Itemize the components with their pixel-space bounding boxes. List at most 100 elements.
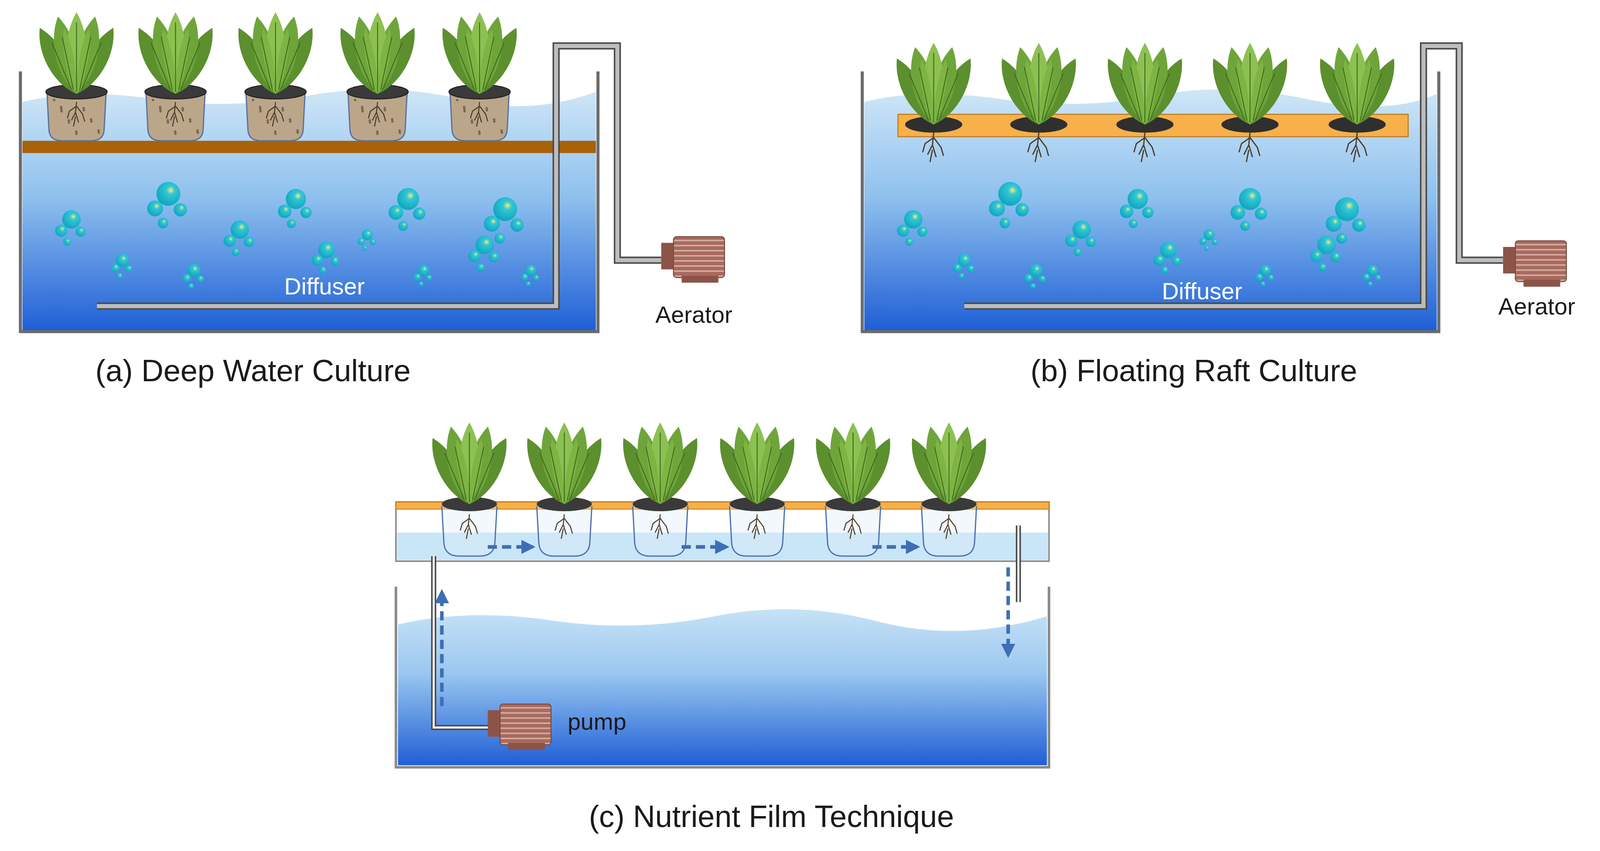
air-bubble [1254,207,1267,220]
air-bubble [125,265,133,273]
air-bubble [999,217,1011,229]
air-bubble [369,238,376,246]
nft-plant [807,422,899,556]
air-bubble [1240,221,1250,231]
air-bubble [1330,251,1341,263]
air-bubble [278,204,292,218]
air-bubble [1211,238,1218,246]
air-bubble [1352,218,1366,232]
air-bubble [116,272,123,279]
air-bubble [188,282,195,289]
air-bubble [111,263,120,273]
raft-plant [993,42,1085,162]
panel-caption: (a) Deep Water Culture [95,353,411,388]
air-bubble [223,234,236,247]
plant-pot [332,12,423,141]
air-bubble [1160,266,1169,274]
air-bubble [75,226,86,237]
air-bubble [1073,247,1082,256]
part-label: Diffuser [284,273,365,300]
air-bubble [311,254,323,266]
air-bubble [488,251,499,263]
nft-plant [424,422,515,556]
air-bubble [958,272,965,279]
air-bubble [243,236,254,247]
air-bubble [494,232,505,244]
air-bubble [966,265,974,273]
air-bubble [917,226,928,237]
air-bubble [1142,206,1154,218]
air-bubble [1153,254,1165,266]
part-label: Aerator [1498,294,1576,320]
floating-raft-tank [862,42,1567,332]
air-bubble [1038,275,1046,283]
air-bubble [1065,234,1078,247]
air-bubble [1024,273,1033,283]
air-bubble [476,263,485,272]
air-bubble [362,245,368,251]
deep-water-culture-tank [20,12,725,332]
air-bubble [1336,232,1347,244]
air-bubble [412,207,426,220]
raft-plant [888,42,980,162]
air-bubble [1199,237,1207,246]
air-bubble [1260,281,1266,286]
air-bubble [468,249,481,263]
air-bubble [388,204,404,220]
air-bubble [1204,245,1209,251]
plant-pot [31,12,123,141]
air-bubble [1120,204,1134,218]
air-bubble [953,263,962,273]
plant-pot [434,12,525,141]
air-bubble [357,237,365,246]
raft-plant [1099,42,1191,162]
air-bubble [1255,273,1263,281]
part-label: Aerator [655,302,733,328]
panel-caption: (c) Nutrient Film Technique [588,799,955,833]
air-bubble [905,237,914,246]
air-bubble [147,200,164,217]
air-bubble [483,215,501,232]
air-bubble [300,206,312,218]
air-bubble [413,273,422,281]
air-bubble [896,224,909,237]
air-bubble [173,203,187,217]
air-bubble [1030,282,1036,289]
air-bubble [319,266,327,274]
plant-pot [230,12,321,141]
air-bubble [1375,274,1382,281]
air-bubble [1310,249,1323,263]
air-bubble [63,237,72,246]
air-bubble [182,273,191,283]
air-bubble [1267,274,1274,281]
raft-plant [1311,42,1403,162]
nft-plant [614,422,706,556]
nft-plant [711,422,803,556]
air-bubble [525,281,531,286]
air-bubble [1362,273,1371,281]
air-bubble [1015,203,1029,217]
air-bubble [418,281,424,286]
air-bubble [1325,215,1342,232]
part-label: Diffuser [1161,278,1243,305]
air-bubble [1128,218,1138,229]
air-bubble [231,247,240,256]
air-bubble [286,218,297,229]
air-bubble [520,273,529,281]
air-bubble [1367,281,1373,286]
air-bubble [196,275,204,283]
plant-pot [130,12,222,141]
panel-caption: (b) Floating Raft Culture [1030,353,1358,388]
air-bubble [54,224,68,237]
raft-plant [1204,42,1296,162]
part-label: pump [567,709,627,736]
air-bubble [425,274,433,281]
air-bubble [398,221,409,231]
nutrient-film-system [395,422,1049,767]
air-bubble [1230,204,1246,220]
air-bubble [1318,263,1327,272]
air-bubble [330,256,340,266]
nft-plant [518,422,610,556]
